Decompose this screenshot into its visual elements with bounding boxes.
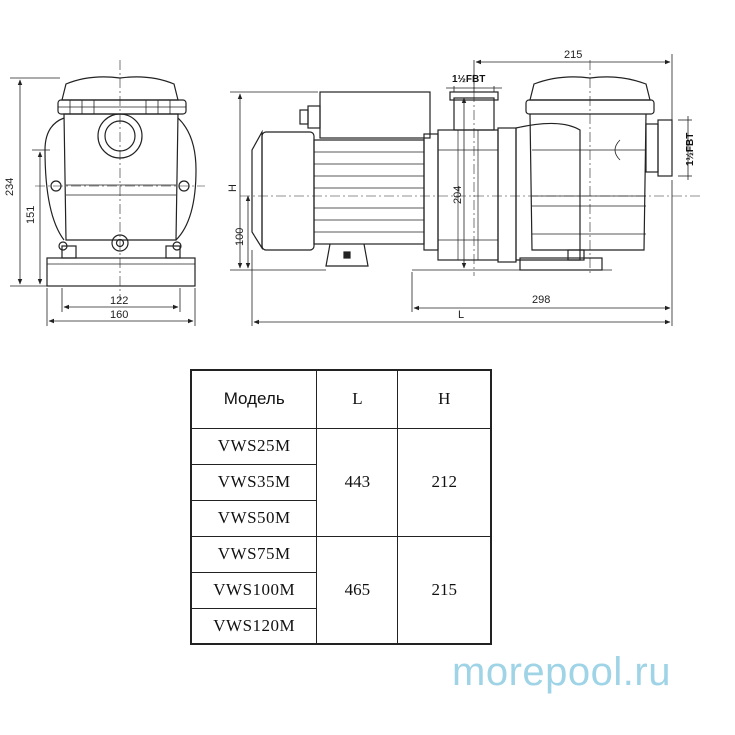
watermark: morepool.ru <box>452 650 671 694</box>
dim-shaft-height: 100 <box>234 228 246 246</box>
model-cell: VWS35M <box>190 463 318 501</box>
table-row: VWS50M <box>190 499 491 537</box>
connection-side-label: 1½FBT <box>685 133 696 166</box>
model-cell: VWS50M <box>190 499 318 537</box>
side-dimensions <box>230 54 692 326</box>
model-cell: VWS100M <box>190 571 318 609</box>
header-model: Модель <box>190 369 318 429</box>
dim-total-length-l: L <box>458 309 464 321</box>
front-dimensions <box>10 77 196 326</box>
table-header-row: Модель L H <box>190 369 492 429</box>
h-value-cell: 212 <box>397 427 492 537</box>
table-row: VWS120M <box>190 607 491 645</box>
h-value-cell: 215 <box>397 535 492 645</box>
l-value-cell: 465 <box>316 535 399 645</box>
dim-pump-length: 298 <box>532 294 550 306</box>
front-view <box>35 60 205 300</box>
model-cell: VWS75M <box>190 535 318 573</box>
table-row: VWS100M <box>190 571 491 609</box>
l-value-cell: 443 <box>316 427 399 537</box>
table-row: VWS25M 443 212 <box>190 427 492 537</box>
dim-inlet-height: 151 <box>25 206 37 224</box>
header-h: H <box>397 369 492 429</box>
connection-top-label: 1½FBT <box>452 74 485 85</box>
model-cell: VWS120M <box>190 607 318 645</box>
table-row: VWS75M 465 215 <box>190 535 492 645</box>
dim-height-h: H <box>227 184 239 192</box>
spec-table: Модель L H VWS25M 443 212 VWS35M VWS50M … <box>190 369 492 645</box>
dim-total-height: 234 <box>4 178 16 196</box>
technical-drawing: 234 151 122 160 <box>4 49 700 326</box>
dim-base-outer-width: 160 <box>110 309 128 321</box>
dim-outlet-height: 204 <box>452 186 464 204</box>
dim-base-inner-width: 122 <box>110 295 128 307</box>
model-cell: VWS25M <box>190 427 318 465</box>
dim-top-width: 215 <box>564 49 582 61</box>
side-view <box>240 60 700 276</box>
header-l: L <box>316 369 399 429</box>
